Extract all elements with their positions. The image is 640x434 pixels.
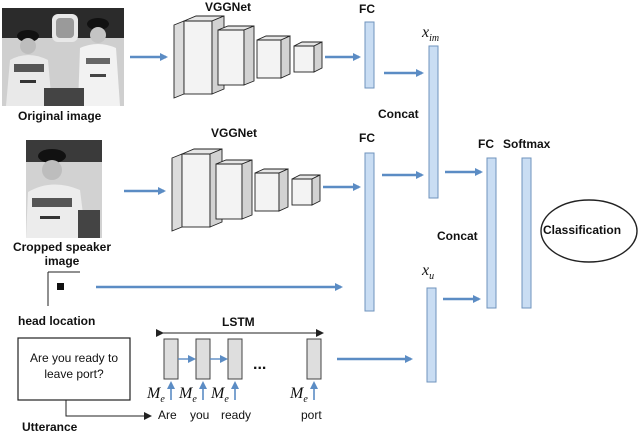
lstm-cells: [163, 338, 322, 380]
utterance-box: [17, 337, 131, 401]
x-u-label: xu: [422, 262, 435, 283]
x-im-label: xim: [422, 24, 440, 45]
lstm-cell: [306, 338, 322, 380]
flow-arrows: [96, 53, 483, 363]
lstm-cell: [163, 338, 179, 380]
x-im-bar: [428, 45, 439, 199]
word-port: port: [301, 408, 322, 422]
fc-right-bar: [486, 157, 497, 309]
cropped-label-line1: Cropped speaker: [12, 240, 112, 254]
utterance-label: Utterance: [22, 420, 78, 434]
lstm-label: LSTM: [222, 315, 255, 329]
softmax-bar: [521, 157, 532, 309]
ellipsis-label: ...: [253, 356, 267, 373]
fc-middle-bar: [364, 152, 375, 312]
fc-top-bar: [364, 21, 375, 89]
cropped-label-line2: image: [44, 254, 80, 268]
classification-label: Classification: [543, 223, 622, 237]
head-location-label: head location: [18, 314, 96, 328]
vggnet-top-blocks: [173, 15, 323, 99]
me-label: Me: [211, 385, 229, 406]
embedding-arrows: [167, 381, 318, 400]
fc-top-label: FC: [359, 2, 375, 16]
word-ready: ready: [221, 408, 252, 422]
head-location-grid: [47, 271, 80, 306]
original-image-label: Original image: [18, 109, 102, 123]
utterance-text-line1: Are you ready to: [29, 351, 119, 365]
cropped-speaker-photo: [26, 140, 102, 238]
lstm-cell: [195, 338, 211, 380]
concat-top-label: Concat: [378, 107, 419, 121]
vggnet-middle-blocks: [171, 148, 321, 232]
vggnet-middle-label: VGGNet: [211, 126, 258, 140]
fc-middle-label: FC: [359, 131, 375, 145]
me-label: Me: [290, 385, 308, 406]
lstm-cell: [227, 338, 243, 380]
original-image-photo: [2, 8, 124, 106]
vggnet-top-label: VGGNet: [205, 0, 252, 14]
x-u-bar: [426, 287, 437, 383]
me-label: Me: [147, 385, 165, 406]
concat-bottom-label: Concat: [437, 229, 478, 243]
me-label: Me: [179, 385, 197, 406]
fc-right-label: FC: [478, 137, 494, 151]
utterance-connector: [65, 400, 152, 420]
word-are: Are: [158, 408, 177, 422]
word-you: you: [190, 408, 210, 422]
softmax-label: Softmax: [503, 137, 551, 151]
utterance-text-line2: leave port?: [44, 367, 104, 381]
classification-node: [540, 199, 638, 263]
